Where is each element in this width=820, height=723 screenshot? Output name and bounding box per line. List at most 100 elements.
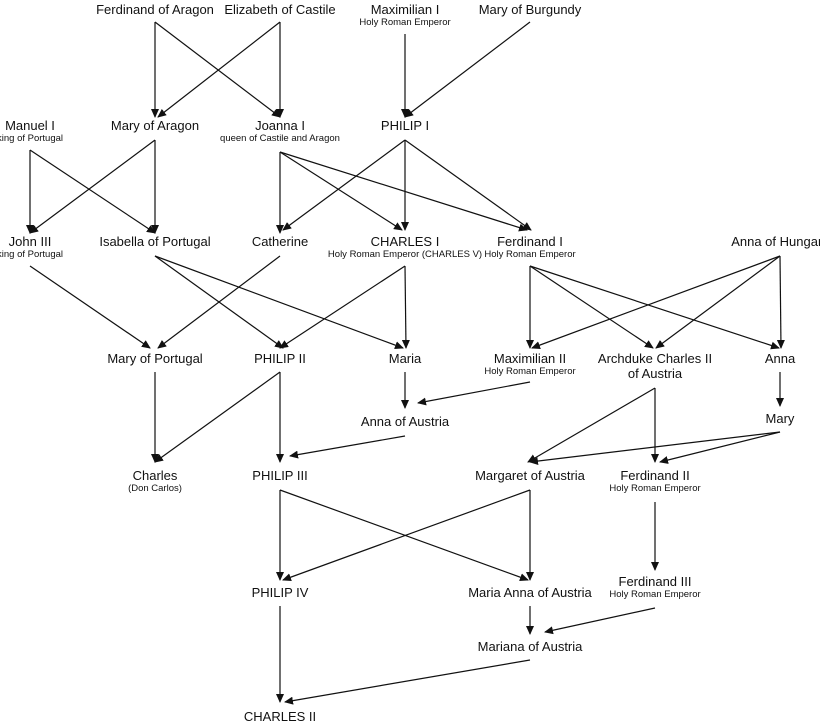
relation-arrow-philip2-to-charles-don xyxy=(154,371,281,463)
person-node-mary: Mary xyxy=(766,411,795,426)
relation-arrow-elizabeth-castile-to-mary-aragon xyxy=(157,21,281,118)
person-name: Isabella of Portugal xyxy=(99,234,210,249)
relation-arrow-ferdinand-aragon-to-joanna1 xyxy=(154,21,281,118)
relation-arrow-charles2-austria-to-margaret-austria xyxy=(527,387,656,463)
person-node-charles2: CHARLES II xyxy=(244,709,316,723)
person-name: Mariana of Austria xyxy=(478,639,584,654)
relation-arrow-mary-aragon-to-john3 xyxy=(29,139,156,234)
relation-arrow-margaret-austria-to-philip4 xyxy=(282,489,531,582)
person-node-anna-austria: Anna of Austria xyxy=(361,414,450,429)
relation-arrow-philip1-to-ferdinand1 xyxy=(404,139,532,231)
person-name: Archduke Charles II xyxy=(598,351,712,366)
person-title: Holy Roman Emperor xyxy=(359,17,450,28)
person-title: Holy Roman Emperor xyxy=(609,483,700,494)
person-name: Elizabeth of Castile xyxy=(224,2,335,17)
person-name: Maximilian I xyxy=(371,2,440,17)
relation-arrow-anna-austria-to-philip3 xyxy=(289,435,406,459)
person-title: queen of Castile and Aragon xyxy=(220,133,340,144)
person-name: Ferdinand II xyxy=(620,468,689,483)
person-name: Anna of Hungary xyxy=(731,234,820,249)
person-node-philip4: PHILIP IV xyxy=(252,585,309,600)
relation-arrow-manuel1-to-isabella-portugal xyxy=(29,149,156,234)
person-node-catherine: Catherine xyxy=(252,234,308,249)
relation-arrow-philip1-to-catherine xyxy=(282,139,406,231)
person-name: Charles xyxy=(133,468,178,483)
person-node-philip3: PHILIP III xyxy=(252,468,307,483)
relation-arrow-charles1-to-maria xyxy=(401,265,410,349)
relation-arrow-john3-to-mary-portugal xyxy=(29,265,151,349)
person-title: king of Portugal xyxy=(0,249,63,260)
person-name: Catherine xyxy=(252,234,308,249)
person-title: Holy Roman Emperor (CHARLES V) xyxy=(328,249,482,260)
relation-edges xyxy=(26,21,785,705)
person-name: Mary of Portugal xyxy=(107,351,202,366)
person-name: Mary of Burgundy xyxy=(479,2,582,17)
relation-arrow-mary-to-margaret-austria xyxy=(529,431,781,466)
relation-arrow-ferdinand3-to-mariana-austria xyxy=(544,607,656,635)
person-name: Maria Anna of Austria xyxy=(468,585,592,600)
person-node-mary-portugal: Mary of Portugal xyxy=(107,351,202,366)
relation-arrow-mary-to-ferdinand2 xyxy=(659,431,781,464)
person-name-line2: of Austria xyxy=(628,366,683,381)
person-title: Holy Roman Emperor xyxy=(484,249,575,260)
person-name: Mary of Aragon xyxy=(111,118,199,133)
relation-arrow-ferdinand1-to-anna xyxy=(529,265,780,350)
person-name: Anna of Austria xyxy=(361,414,450,429)
person-node-mariana-austria: Mariana of Austria xyxy=(478,639,584,654)
person-node-maria: Maria xyxy=(389,351,422,366)
relation-arrow-mariana-austria-to-charles2 xyxy=(284,659,531,705)
relation-arrow-anna-hungary-to-anna xyxy=(776,255,785,349)
person-name: PHILIP III xyxy=(252,468,307,483)
relation-arrow-anna-hungary-to-charles2-austria xyxy=(655,255,781,349)
relation-arrow-mary-burgundy-to-philip1 xyxy=(404,21,531,118)
person-name: Ferdinand I xyxy=(497,234,563,249)
person-name: PHILIP IV xyxy=(252,585,309,600)
person-node-elizabeth-castile: Elizabeth of Castile xyxy=(224,2,335,17)
person-name: Mary xyxy=(766,411,795,426)
person-name: CHARLES II xyxy=(244,709,316,723)
person-name: Maria xyxy=(389,351,422,366)
person-title: Holy Roman Emperor xyxy=(609,589,700,600)
person-title: king of Portugal xyxy=(0,133,63,144)
person-name: PHILIP II xyxy=(254,351,306,366)
person-node-isabella-portugal: Isabella of Portugal xyxy=(99,234,210,249)
person-node-philip2: PHILIP II xyxy=(254,351,306,366)
person-node-ferdinand-aragon: Ferdinand of Aragon xyxy=(96,2,214,17)
person-node-charles-don: Charles(Don Carlos) xyxy=(128,468,182,494)
person-name: Joanna I xyxy=(255,118,305,133)
relation-arrow-isabella-portugal-to-maria xyxy=(154,255,404,349)
person-node-philip1: PHILIP I xyxy=(381,118,429,133)
person-node-maria-anna-austria: Maria Anna of Austria xyxy=(468,585,592,600)
person-title: Holy Roman Emperor xyxy=(484,366,575,377)
person-name: Ferdinand III xyxy=(619,574,692,589)
relation-arrow-anna-hungary-to-maximilian2 xyxy=(531,255,781,349)
relation-arrow-maximilian2-to-anna-austria xyxy=(417,381,531,406)
person-name: John III xyxy=(9,234,52,249)
person-name: Ferdinand of Aragon xyxy=(96,2,214,17)
person-name: Manuel I xyxy=(5,118,55,133)
relation-arrow-joanna1-to-ferdinand1 xyxy=(279,151,528,232)
relation-arrow-philip3-to-maria-anna-austria xyxy=(279,489,529,582)
relation-arrow-joanna1-to-charles1 xyxy=(279,151,403,231)
person-node-anna-hungary: Anna of Hungary xyxy=(731,234,820,249)
person-title: (Don Carlos) xyxy=(128,483,182,494)
person-node-anna: Anna xyxy=(765,351,796,366)
person-name: CHARLES I xyxy=(371,234,440,249)
person-name: Anna xyxy=(765,351,796,366)
relation-arrow-isabella-portugal-to-philip2 xyxy=(154,255,284,349)
person-node-margaret-austria: Margaret of Austria xyxy=(475,468,586,483)
person-node-mary-aragon: Mary of Aragon xyxy=(111,118,199,133)
person-node-mary-burgundy: Mary of Burgundy xyxy=(479,2,582,17)
person-name: PHILIP I xyxy=(381,118,429,133)
